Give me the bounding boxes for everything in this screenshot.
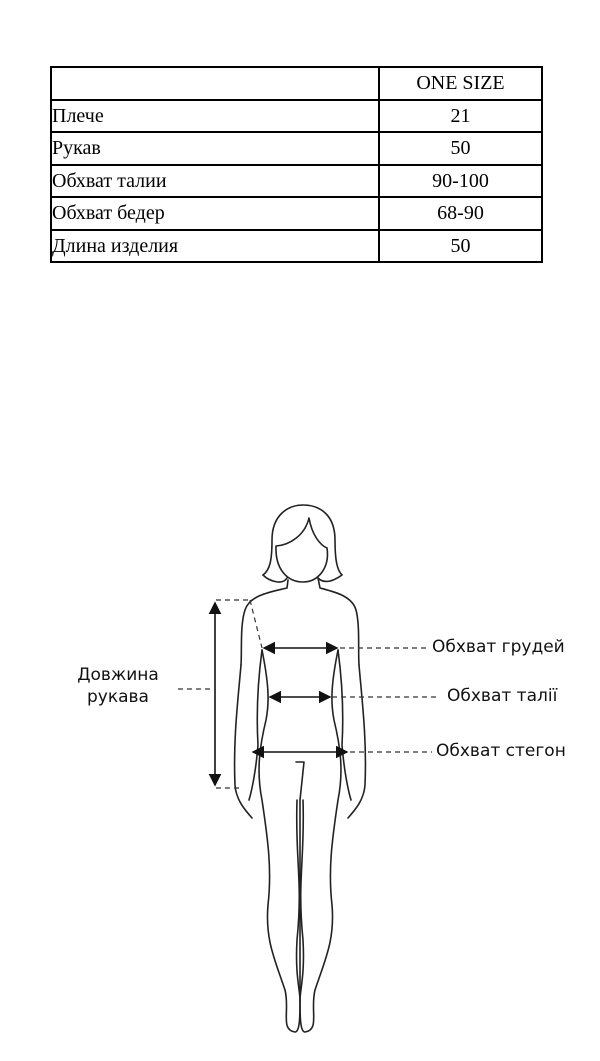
waist-label: Обхват талії <box>447 686 558 706</box>
chest-label: Обхват грудей <box>432 637 565 657</box>
sleeve-length-label: Довжина рукава <box>62 664 174 708</box>
row-value: 90-100 <box>378 163 543 198</box>
body-silhouette-icon <box>178 504 436 1033</box>
row-label: Плече <box>50 98 380 133</box>
sleeve-length-label-line1: Довжина <box>77 665 159 685</box>
table-header-row: ONE SIZE <box>50 66 543 101</box>
table-row: Рукав 50 <box>50 131 543 166</box>
row-value: 50 <box>378 228 543 263</box>
row-label: Длина изделия <box>50 228 380 263</box>
row-value: 21 <box>378 98 543 133</box>
row-value: 68-90 <box>378 196 543 231</box>
header-size-cell: ONE SIZE <box>378 66 543 101</box>
size-table: ONE SIZE Плече 21 Рукав 50 Обхват талии … <box>50 66 543 263</box>
sleeve-length-label-line2: рукава <box>87 687 149 707</box>
hips-label: Обхват стегон <box>436 741 566 761</box>
row-label: Рукав <box>50 131 380 166</box>
table-row: Плече 21 <box>50 98 543 133</box>
header-label-cell <box>50 66 380 101</box>
row-value: 50 <box>378 131 543 166</box>
table-row: Обхват бедер 68-90 <box>50 196 543 231</box>
measurement-diagram: Довжина рукава Обхват грудей Обхват талі… <box>0 490 600 1061</box>
table-row: Длина изделия 50 <box>50 228 543 263</box>
table-row: Обхват талии 90-100 <box>50 163 543 198</box>
row-label: Обхват бедер <box>50 196 380 231</box>
row-label: Обхват талии <box>50 163 380 198</box>
